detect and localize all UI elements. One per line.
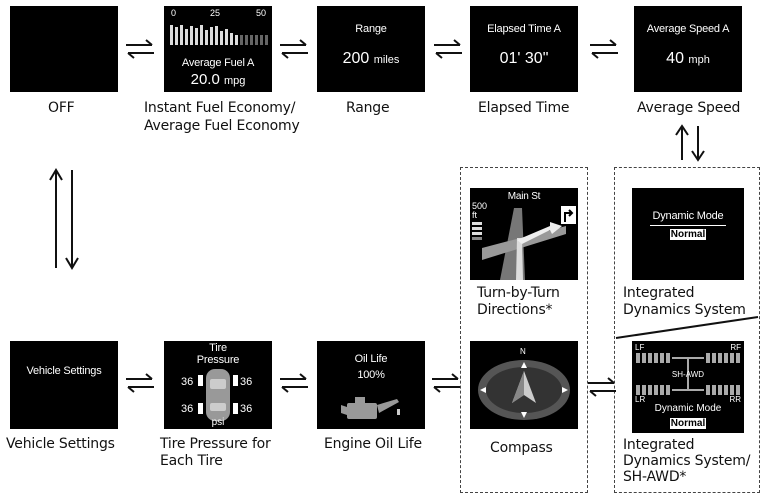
diagonal-divider-line	[615, 316, 759, 339]
off-screen	[10, 6, 118, 92]
dynamics-mode-badge: Normal	[670, 229, 706, 240]
fuel-scale-50: 50	[256, 8, 267, 18]
swap-arrow-icon	[430, 372, 462, 399]
range-caption: Range	[346, 100, 390, 116]
compass-north: N	[520, 347, 526, 356]
fuel-economy-screen: 0 25 50 Average Fuel A 20.0 mpg	[164, 6, 272, 92]
tire-unit: psi	[211, 417, 225, 428]
speed-value: 40	[666, 50, 684, 67]
range-title: Range	[355, 23, 387, 35]
elapsed-time-screen: Elapsed Time A 01' 30"	[470, 6, 578, 92]
turn-street: Main St	[507, 191, 541, 202]
awd-mode-badge: Normal	[670, 418, 706, 429]
dynamics-screen: Dynamic Mode Normal	[632, 188, 744, 280]
speed-caption: Average Speed	[637, 100, 741, 116]
tire-caption-1: Tire Pressure for	[160, 436, 271, 452]
vertical-swap-arrow-icon	[46, 166, 86, 277]
swap-arrow-icon	[278, 372, 310, 399]
tire-caption-2: Each Tire	[160, 453, 223, 469]
oil-caption: Engine Oil Life	[324, 436, 422, 452]
sh-awd-screen: LF RF LR RR SH-AWD Dynamic Mode Normal	[632, 341, 744, 433]
speed-title: Average Speed A	[646, 23, 730, 35]
average-speed-screen: Average Speed A 40 mph	[634, 6, 742, 92]
tire-rl-value: 36	[181, 403, 194, 415]
oil-can-icon	[341, 397, 400, 419]
tire-rr-value: 36	[240, 403, 253, 415]
awd-rr-label: RR	[729, 395, 741, 404]
turn-distance: 500 ft	[472, 201, 488, 220]
fuel-value: 20.0	[190, 71, 220, 88]
vehicle-title: Vehicle Settings	[26, 365, 102, 377]
range-screen: Range 200 miles	[317, 6, 425, 92]
awd-center-label: SH-AWD	[671, 370, 705, 379]
range-value-line: 200 miles	[317, 50, 425, 68]
navigation-group-box	[460, 167, 588, 493]
tire-fl-value: 36	[181, 376, 194, 388]
fuel-scale-25: 25	[210, 8, 221, 18]
fuel-caption-2: Average Fuel Economy	[144, 118, 300, 134]
dynamics-caption-1: Integrated	[623, 285, 695, 301]
swap-arrow-icon	[432, 38, 464, 65]
swap-arrow-icon	[586, 376, 618, 403]
awd-rf-label: RF	[730, 343, 741, 352]
compass-icon	[478, 360, 570, 420]
swap-arrow-icon	[278, 38, 310, 65]
swap-arrow-icon	[124, 372, 156, 399]
car-top-view-icon	[198, 369, 238, 421]
swap-arrow-icon	[588, 38, 620, 65]
elapsed-value: 01' 30"	[499, 50, 549, 67]
fuel-caption-1: Instant Fuel Economy/	[144, 100, 296, 116]
tire-pressure-screen: Tire Pressure 36 36 36 36 psi	[164, 341, 272, 429]
vehicle-caption: Vehicle Settings	[6, 436, 115, 452]
tire-title-2: Pressure	[196, 354, 240, 366]
vehicle-settings-screen: Vehicle Settings	[10, 341, 118, 429]
oil-value: 100%	[357, 369, 385, 381]
fuel-title: Average Fuel A	[181, 57, 255, 69]
swap-arrow-icon	[124, 38, 156, 65]
oil-life-screen: Oil Life 100%	[317, 341, 425, 429]
tire-fr-value: 36	[240, 376, 253, 388]
elapsed-title: Elapsed Time A	[487, 23, 561, 35]
awd-mode-title: Dynamic Mode	[654, 403, 722, 414]
awd-caption-2: Dynamics System/	[623, 453, 751, 469]
dynamics-caption-2: Dynamics System	[623, 302, 746, 318]
turn-by-turn-screen: Main St 500 ft	[470, 188, 578, 280]
awd-lf-label: LF	[635, 343, 645, 352]
dynamics-group-box	[614, 167, 760, 493]
compass-caption: Compass	[490, 440, 553, 456]
dynamics-title: Dynamic Mode	[652, 210, 724, 222]
tire-title-1: Tire	[209, 342, 227, 354]
oil-title: Oil Life	[354, 353, 388, 365]
turn-caption-1: Turn-by-Turn	[477, 285, 560, 301]
range-value: 200	[342, 50, 370, 67]
fuel-bargraph	[170, 25, 268, 45]
elapsed-caption: Elapsed Time	[478, 100, 570, 116]
speed-unit: mph	[688, 54, 710, 66]
awd-torque-bars	[636, 353, 740, 395]
compass-screen: N	[470, 341, 578, 429]
fuel-scale-0: 0	[171, 8, 177, 18]
awd-lr-label: LR	[635, 395, 646, 404]
fuel-value-line: 20.0 mpg	[164, 71, 272, 88]
turn-caption-2: Directions*	[477, 302, 553, 318]
off-caption: OFF	[48, 100, 75, 116]
dynamics-divider	[650, 225, 726, 226]
awd-caption-1: Integrated	[623, 437, 695, 453]
speed-value-line: 40 mph	[634, 50, 742, 68]
fuel-unit: mpg	[223, 75, 246, 87]
vertical-swap-arrow-icon	[672, 124, 712, 167]
range-unit: miles	[373, 54, 400, 66]
awd-caption-3: SH-AWD*	[623, 469, 687, 485]
turn-map	[472, 206, 576, 280]
